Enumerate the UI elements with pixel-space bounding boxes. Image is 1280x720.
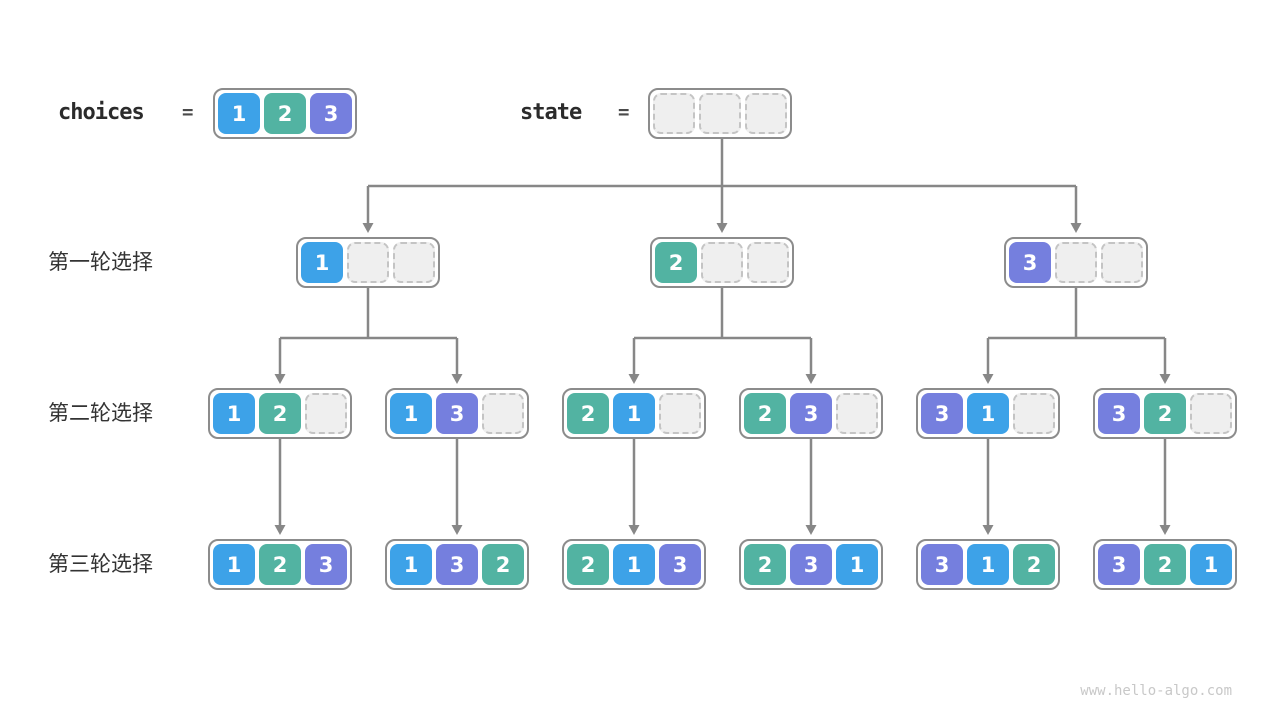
state-node-r1-2: 2 xyxy=(650,237,794,288)
array-cell-filled: 2 xyxy=(482,544,524,585)
watermark-url: www.hello-algo.com xyxy=(1080,683,1232,699)
row-label-round-1: 第一轮选择 xyxy=(48,250,153,274)
array-cell-empty xyxy=(745,93,787,134)
array-cell-filled: 3 xyxy=(921,393,963,434)
choices-label: choices xyxy=(58,100,145,125)
array-cell-empty xyxy=(699,93,741,134)
array-cell-filled: 2 xyxy=(1144,544,1186,585)
arrowhead-icon xyxy=(451,525,463,535)
arrowhead-icon xyxy=(362,223,374,233)
state-node-r1-3: 3 xyxy=(1004,237,1148,288)
arrowhead-icon xyxy=(274,525,286,535)
array-cell-filled: 3 xyxy=(310,93,352,134)
array-cell-filled: 3 xyxy=(921,544,963,585)
arrowhead-icon xyxy=(1159,374,1171,384)
array-cell-filled: 1 xyxy=(301,242,343,283)
array-cell-filled: 1 xyxy=(613,393,655,434)
arrowhead-icon xyxy=(628,525,640,535)
array-cell-filled: 2 xyxy=(744,393,786,434)
array-cell-filled: 1 xyxy=(390,393,432,434)
state-header: state xyxy=(520,88,582,137)
arrowhead-icon xyxy=(716,223,728,233)
array-cell-filled: 1 xyxy=(218,93,260,134)
choices-header: choices xyxy=(58,88,145,137)
arrowhead-icon xyxy=(1159,525,1171,535)
arrowhead-icon xyxy=(274,374,286,384)
row-label-round-3: 第三轮选择 xyxy=(48,552,153,576)
array-cell-filled: 3 xyxy=(659,544,701,585)
array-cell-filled: 3 xyxy=(1009,242,1051,283)
array-cell-filled: 3 xyxy=(305,544,347,585)
array-cell-filled: 1 xyxy=(1190,544,1232,585)
array-cell-filled: 3 xyxy=(1098,544,1140,585)
state-equals-sign: = xyxy=(618,101,630,123)
state-array xyxy=(648,88,792,139)
array-cell-empty xyxy=(747,242,789,283)
array-cell-filled: 1 xyxy=(967,544,1009,585)
array-cell-empty xyxy=(393,242,435,283)
array-cell-filled: 1 xyxy=(613,544,655,585)
array-cell-empty xyxy=(836,393,878,434)
array-cell-filled: 3 xyxy=(436,544,478,585)
arrowhead-icon xyxy=(982,525,994,535)
array-cell-filled: 2 xyxy=(567,393,609,434)
array-cell-empty xyxy=(1190,393,1232,434)
array-cell-filled: 1 xyxy=(213,393,255,434)
arrowhead-icon xyxy=(805,525,817,535)
state-label: state xyxy=(520,100,582,125)
array-cell-empty xyxy=(1013,393,1055,434)
array-cell-empty xyxy=(347,242,389,283)
choices-equals-sign: = xyxy=(182,101,194,123)
array-cell-empty xyxy=(1055,242,1097,283)
arrowhead-icon xyxy=(982,374,994,384)
array-cell-filled: 3 xyxy=(1098,393,1140,434)
array-cell-filled: 2 xyxy=(744,544,786,585)
array-cell-filled: 1 xyxy=(213,544,255,585)
array-cell-filled: 2 xyxy=(259,393,301,434)
array-cell-empty xyxy=(482,393,524,434)
array-cell-filled: 1 xyxy=(967,393,1009,434)
arrowhead-icon xyxy=(628,374,640,384)
array-cell-filled: 2 xyxy=(259,544,301,585)
array-cell-filled: 3 xyxy=(790,544,832,585)
arrowhead-icon xyxy=(1070,223,1082,233)
array-cell-empty xyxy=(659,393,701,434)
array-cell-empty xyxy=(305,393,347,434)
array-cell-empty xyxy=(1101,242,1143,283)
arrowhead-icon xyxy=(451,374,463,384)
row-label-round-2: 第二轮选择 xyxy=(48,401,153,425)
array-cell-filled: 2 xyxy=(1013,544,1055,585)
array-cell-filled: 1 xyxy=(836,544,878,585)
array-cell-filled: 3 xyxy=(790,393,832,434)
array-cell-filled: 1 xyxy=(390,544,432,585)
arrowhead-icon xyxy=(805,374,817,384)
array-cell-empty xyxy=(701,242,743,283)
array-cell-filled: 2 xyxy=(567,544,609,585)
state-node-r1-1: 1 xyxy=(296,237,440,288)
array-cell-empty xyxy=(653,93,695,134)
array-cell-filled: 2 xyxy=(655,242,697,283)
array-cell-filled: 2 xyxy=(1144,393,1186,434)
array-cell-filled: 3 xyxy=(436,393,478,434)
array-cell-filled: 2 xyxy=(264,93,306,134)
